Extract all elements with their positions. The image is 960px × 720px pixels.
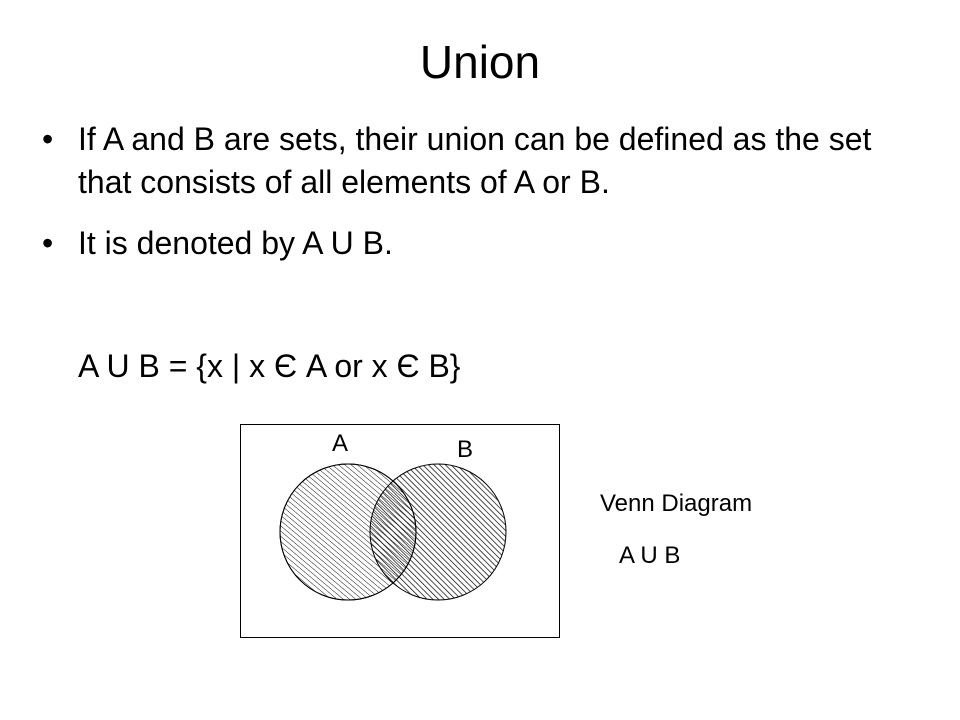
bullet-item-union-definition: • If A and B are sets, their union can b… bbox=[42, 118, 902, 204]
venn-diagram-frame: A B bbox=[240, 424, 560, 638]
set-a-label: A bbox=[332, 430, 348, 457]
venn-caption: Venn Diagram bbox=[600, 490, 753, 517]
union-formula: A U B = {x | x Є A or x Є B} bbox=[78, 348, 461, 384]
bullet-icon: • bbox=[42, 225, 54, 261]
slide-title: Union bbox=[419, 36, 541, 88]
set-b-circle bbox=[369, 463, 507, 601]
venn-subcaption: A U B bbox=[619, 542, 681, 569]
venn-diagram: A B bbox=[279, 430, 507, 601]
set-b-label: B bbox=[457, 436, 473, 463]
bullet-text: If A and B are sets, their union can be … bbox=[78, 121, 872, 200]
bullet-text: It is denoted by A U B. bbox=[78, 225, 393, 261]
bullet-icon: • bbox=[42, 121, 54, 157]
bullet-list: • If A and B are sets, their union can b… bbox=[42, 118, 902, 265]
set-a-outline bbox=[279, 463, 417, 601]
bullet-item-notation: • It is denoted by A U B. bbox=[42, 222, 902, 265]
